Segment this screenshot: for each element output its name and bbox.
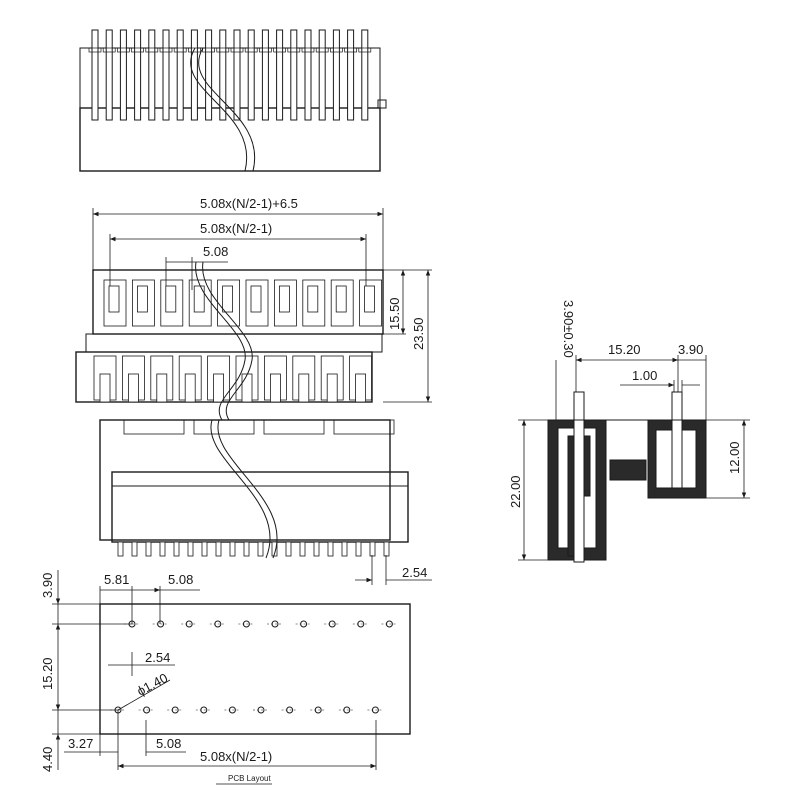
front-pin [261,29,269,121]
dim-top-margin: 3.90 [40,573,55,598]
front-pin [190,29,198,121]
dim-pin-offset: 3.90±0.30 [561,300,576,358]
solder-pin [117,541,124,557]
dim-height-total: 23.50 [411,317,426,350]
upper-slot [245,279,269,327]
solder-pin [145,541,152,557]
housing-tab [123,419,185,435]
front-pin [134,29,142,121]
pcb-holes [110,620,398,714]
solder-pin [187,541,194,557]
bottom-break-line [210,419,271,559]
solder-pin [173,541,180,557]
upper-slot [302,279,326,327]
solder-pin [131,541,138,557]
dim-height-upper: 15.50 [387,297,402,330]
dim-hole: ϕ1.40 [134,670,170,699]
solder-pins [117,541,390,557]
solder-pin [355,541,362,557]
pcb-layout: 3.90 15.20 4.40 5.81 5.08 2.54 ϕ1.40 3.2… [40,570,411,785]
front-pin [332,29,340,121]
front-pin [205,29,213,121]
solder-pin [257,541,264,557]
upper-slot [160,279,184,327]
housing-tab [263,419,325,435]
housing-front [111,471,409,543]
dim-left-offset: 3.27 [68,736,93,751]
upper-slot [273,279,297,327]
dim-pin-width: 1.00 [632,368,657,383]
pcb-caption: PCB Layout [228,774,271,783]
upper-slot [330,279,354,327]
dim-pin-span: 5.08x(N/2-1) [200,221,272,236]
dim-pitch-bottom: 5.08 [156,736,181,751]
front-pin [119,29,127,121]
front-pin [176,29,184,121]
front-pin [347,29,355,121]
housing-tab [333,419,395,435]
front-pin [105,29,113,121]
dim-bottom-margin: 4.40 [40,747,55,772]
dim-pitch: 5.08 [203,244,228,259]
solder-pin [159,541,166,557]
solder-pin [327,541,334,557]
front-pin [162,29,170,121]
front-pin [361,29,369,121]
dim-row-spacing: 15.20 [40,657,55,690]
dim-first-x: 5.81 [104,572,129,587]
front-pins [88,29,387,121]
front-pin [219,29,227,121]
dim-overall-width: 5.08x(N/2-1)+6.5 [200,196,298,211]
top-break-line [195,261,246,421]
front-pin [318,29,326,121]
solder-pin [341,541,348,557]
solder-pin [285,541,292,557]
upper-slot [131,279,155,327]
housing-tab [193,419,255,435]
front-pin [247,29,255,121]
solder-pin [201,541,208,557]
dim-height-right: 12.00 [727,441,742,474]
upper-slot [103,279,127,327]
top-view-slots [93,279,383,403]
bottom-front-view: 2.54 [99,419,432,585]
housing-rear [99,419,391,541]
solder-pin [229,541,236,557]
front-pin [276,29,284,121]
solder-pin [313,541,320,557]
dim-span: 5.08x(N/2-1) [200,749,272,764]
dim-spacing: 15.20 [608,342,641,357]
solder-pin [383,541,390,557]
top-view: 5.08x(N/2-1)+6.5 5.08x(N/2-1) 5.08 15.50… [75,196,432,421]
solder-pin [215,541,222,557]
solder-pin [369,541,376,557]
front-pin [304,29,312,121]
front-pin [91,29,99,121]
dim-pitch-top: 5.08 [168,572,193,587]
dim-height-left: 22.00 [508,475,523,508]
front-break-line [190,47,248,172]
side-view: 3.90±0.30 15.20 3.90 1.00 12.00 [508,300,750,563]
front-view [79,29,387,172]
dim-offset: 2.54 [145,650,170,665]
solder-pin [243,541,250,557]
dim-pin-pitch: 2.54 [402,565,427,580]
front-pin [233,29,241,121]
dim-pin-head: 3.90 [678,342,703,357]
housing-tabs [123,419,395,435]
pcb-outline [99,603,411,735]
upper-slot [359,279,383,327]
solder-pin [271,541,278,557]
front-pin [290,29,298,121]
front-pin [148,29,156,121]
solder-pin [299,541,306,557]
